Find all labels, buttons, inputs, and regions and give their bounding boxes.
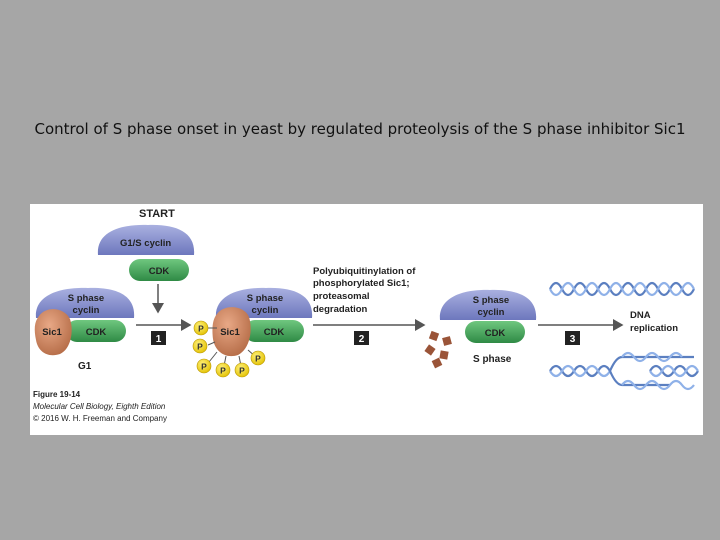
- s-phase-cyclin-1-shape: [35, 287, 135, 318]
- degradation-line3: proteasomal: [313, 291, 370, 302]
- sic1-1-label: Sic1: [42, 327, 62, 338]
- dna-line1: DNA: [630, 310, 651, 321]
- cdk-start-shape: [129, 259, 189, 281]
- step2-label: 2: [359, 334, 365, 345]
- figure-panel: START G1/S cyclin CDK S phase cyclin CDK…: [30, 204, 703, 435]
- sic1-2-label: Sic1: [220, 327, 240, 338]
- phosphate-5-label: P: [239, 366, 245, 376]
- s-phase-cyclin-2-line2: cyclin: [252, 305, 279, 316]
- dna-line2: replication: [630, 323, 678, 334]
- step1-box: [151, 331, 166, 345]
- caption-figure: Figure 19-14: [33, 390, 81, 399]
- cdk-3-label: CDK: [485, 328, 506, 339]
- cdk-2-label: CDK: [264, 327, 285, 338]
- caption-book: Molecular Cell Biology, Eighth Edition: [33, 402, 166, 411]
- phosphate-1: P: [193, 320, 209, 336]
- phosphate-1-label: P: [198, 324, 204, 334]
- cdk-start-label: CDK: [149, 266, 170, 277]
- cdk-3-shape: [465, 321, 525, 343]
- s-phase-label: S phase: [473, 354, 512, 365]
- sic1-2-shape: [212, 307, 251, 357]
- phosphate-5: P: [234, 362, 250, 378]
- s-phase-cyclin-1-line2: cyclin: [73, 305, 100, 316]
- s-phase-cyclin-2-line1: S phase: [247, 293, 283, 304]
- s-phase-cyclin-3-line1: S phase: [473, 295, 509, 306]
- dna-helix-top: [549, 281, 695, 297]
- step1-label: 1: [156, 334, 162, 345]
- phosphate-2: P: [192, 338, 208, 354]
- cdk-1-shape: [66, 320, 126, 342]
- g1s-cyclin-label: G1/S cyclin: [120, 238, 171, 249]
- step2-box: [354, 331, 369, 345]
- s-phase-cyclin-1-line1: S phase: [68, 293, 104, 304]
- dna-helix-replicating-bottom: [608, 364, 699, 391]
- degradation-line1: Polyubiquitinylation of: [313, 266, 416, 277]
- step3-box: [565, 331, 580, 345]
- slide-title: Control of S phase onset in yeast by reg…: [34, 120, 686, 138]
- phosphate-4: P: [215, 362, 231, 378]
- degradation-line2: phosphorylated Sic1;: [313, 278, 410, 289]
- phosphate-4-label: P: [220, 366, 226, 376]
- cdk-1-label: CDK: [86, 327, 107, 338]
- phosphate-6: P: [250, 350, 266, 366]
- degradation-line4: degradation: [313, 304, 368, 315]
- cell-cycle-diagram: START G1/S cyclin CDK S phase cyclin CDK…: [33, 208, 699, 423]
- g1s-cyclin-shape: [97, 224, 195, 255]
- sic1-1-shape: [34, 309, 72, 356]
- dna-helix-replicating-top: [549, 351, 694, 378]
- caption-copyright: © 2016 W. H. Freeman and Company: [33, 414, 167, 423]
- phosphate-2-label: P: [197, 342, 203, 352]
- s-phase-cyclin-3-line2: cyclin: [478, 307, 505, 318]
- phosphate-3: P: [196, 358, 212, 374]
- s-phase-cyclin-3-shape: [439, 289, 537, 320]
- start-label: START: [139, 208, 175, 220]
- cdk-2-shape: [244, 320, 304, 342]
- sic1-fragments: [424, 330, 452, 369]
- g1-label: G1: [78, 361, 92, 372]
- step3-label: 3: [570, 334, 576, 345]
- phosphate-3-label: P: [201, 362, 207, 372]
- phosphate-6-label: P: [255, 354, 261, 364]
